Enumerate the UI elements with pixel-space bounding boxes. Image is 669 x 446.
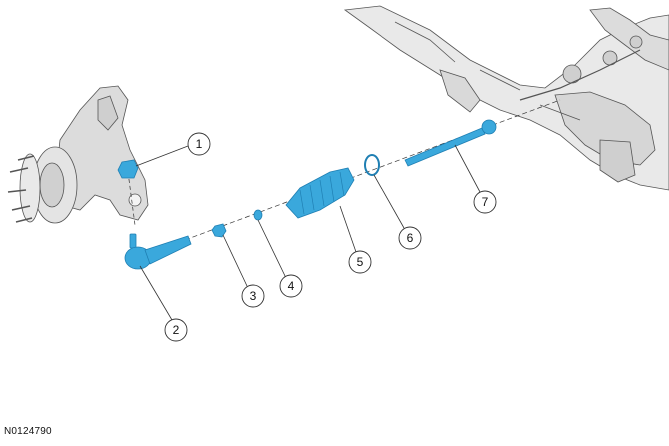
callout-2: 2 [164, 318, 188, 342]
callout-1: 1 [187, 132, 211, 156]
svg-text:1: 1 [196, 137, 203, 151]
svg-text:2: 2 [173, 323, 180, 337]
highlighted-parts [117, 119, 497, 270]
jam-nut [211, 223, 227, 238]
assembly-centerline [184, 99, 561, 241]
inner-tie-rod [404, 119, 497, 167]
wheel-studs [7, 155, 35, 223]
svg-text:5: 5 [357, 255, 364, 269]
svg-text:4: 4 [288, 279, 295, 293]
callout-6: 6 [398, 226, 422, 250]
callout-7: 7 [473, 190, 497, 214]
callout-3: 3 [241, 284, 265, 308]
tie-rod-end-nut [117, 159, 139, 179]
outer-tie-rod-end [124, 233, 192, 270]
subframe [343, 5, 669, 191]
nut-centerline [127, 171, 136, 226]
callout-5: 5 [348, 250, 372, 274]
bellows-boot [285, 167, 355, 219]
svg-text:6: 6 [407, 231, 414, 245]
leader-lines [135, 144, 481, 321]
steering-knuckle [7, 85, 149, 224]
callouts: 1 2 3 4 5 6 7 [164, 132, 497, 342]
svg-text:3: 3 [250, 289, 257, 303]
boot-clamp [253, 209, 263, 221]
svg-text:7: 7 [482, 195, 489, 209]
callout-4: 4 [279, 274, 303, 298]
figure-id: N0124790 [4, 426, 52, 437]
o-ring [364, 154, 380, 176]
